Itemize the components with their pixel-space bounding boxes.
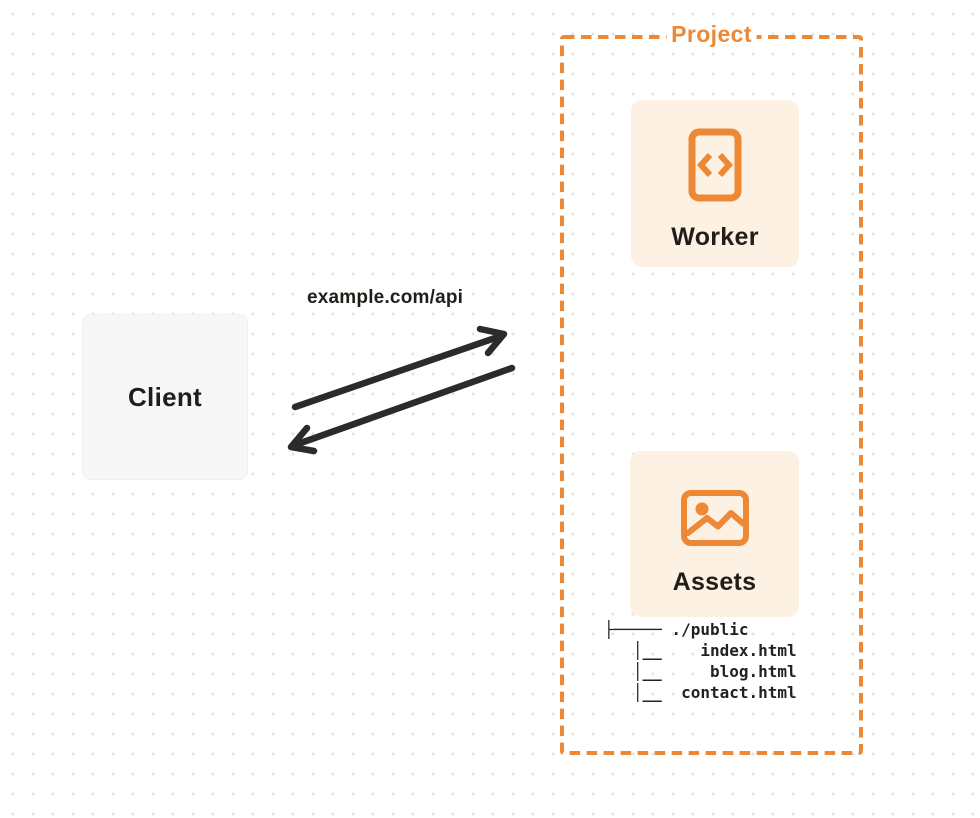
- file-tree-line-index: │__ index.html: [604, 641, 797, 660]
- project-label: Project: [666, 21, 757, 48]
- code-document-icon: [688, 128, 742, 202]
- response-arrow: [287, 364, 516, 455]
- image-icon: [680, 490, 749, 546]
- project-dashed-border: [560, 35, 863, 755]
- image-icon-sun: [695, 502, 708, 516]
- assets-label: Assets: [672, 568, 757, 596]
- client-label: Client: [127, 381, 203, 412]
- request-url-label: example.com/api: [307, 287, 464, 308]
- assets-node: Assets: [630, 451, 799, 617]
- file-tree-line-contact: │__ contact.html: [604, 683, 797, 702]
- file-tree-line-public: ├───── ./public: [604, 620, 749, 639]
- worker-label: Worker: [671, 223, 759, 251]
- assets-file-tree: ├───── ./public │__ index.html │__ blog.…: [604, 619, 797, 703]
- file-tree-line-blog: │__ blog.html: [604, 662, 797, 681]
- client-node: Client: [82, 314, 248, 480]
- request-arrow: [291, 325, 508, 411]
- worker-node: Worker: [631, 100, 799, 267]
- project-boundary: Project Worker Assets ├───── ./public │_…: [560, 21, 863, 755]
